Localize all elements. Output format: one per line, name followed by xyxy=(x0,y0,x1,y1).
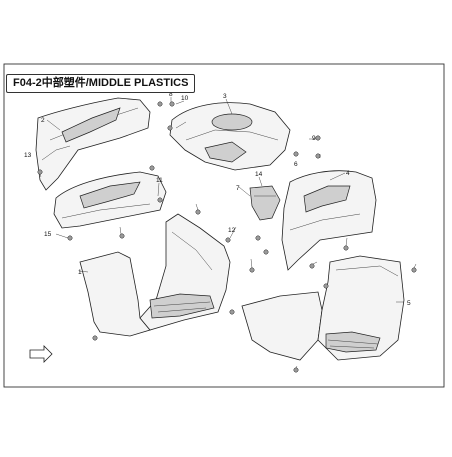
part-14-bracket xyxy=(249,185,281,221)
part-left-side-panel xyxy=(53,171,167,229)
callout-15: 15 xyxy=(44,231,52,238)
callout-8: 8 xyxy=(169,91,173,98)
callout-1: 1 xyxy=(78,269,82,276)
callout-6: 6 xyxy=(294,161,298,168)
callout-12: 12 xyxy=(228,227,236,234)
fasteners xyxy=(37,101,417,373)
diagram-title: F04-2中部塑件/MIDDLE PLASTICS xyxy=(6,74,196,93)
part-1-left-floorboard xyxy=(79,213,231,337)
callout-11: 11 xyxy=(156,177,163,184)
callout-3: 3 xyxy=(223,93,227,100)
part-3-center-cover xyxy=(169,102,291,171)
callout-labels: 1 2 3 4 5 6 7 8 9 10 11 12 13 14 15 xyxy=(24,91,411,307)
callout-4: 4 xyxy=(346,170,350,177)
callout-14: 14 xyxy=(255,171,263,178)
callout-10: 10 xyxy=(181,95,189,102)
callout-7: 7 xyxy=(236,185,240,192)
callout-13: 13 xyxy=(24,152,32,159)
callout-5: 5 xyxy=(407,300,411,307)
part-2-left-fender xyxy=(35,97,151,191)
callout-9: 9 xyxy=(312,135,316,142)
part-4-right-panel xyxy=(281,170,377,271)
leader-lines xyxy=(39,97,417,369)
diagram-frame xyxy=(3,63,445,388)
part-5-right-floorboard xyxy=(241,255,405,361)
front-arrow-icon xyxy=(29,345,53,363)
callout-2: 2 xyxy=(41,117,45,124)
